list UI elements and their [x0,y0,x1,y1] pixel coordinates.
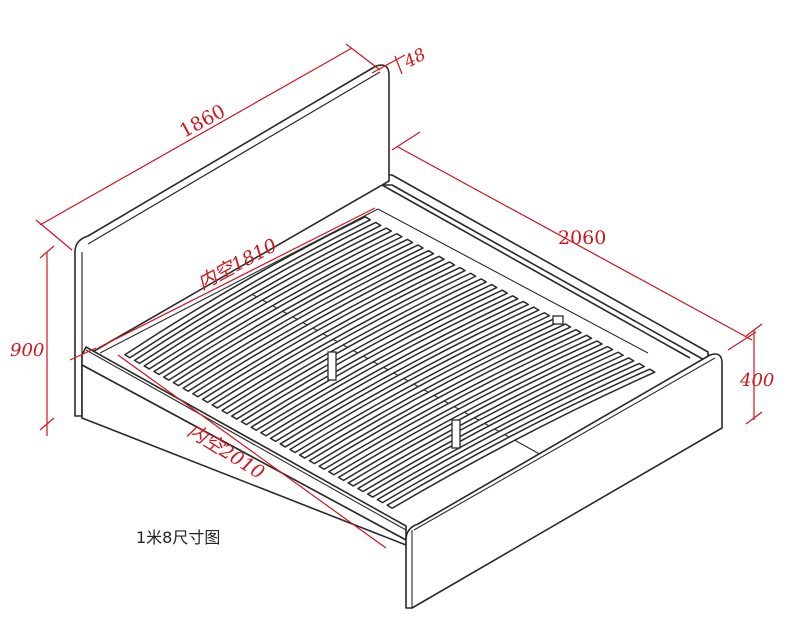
slat [192,255,445,398]
support-brackets [327,315,564,449]
footboard [405,353,723,609]
slat [201,261,456,404]
dimension-lines [35,43,763,549]
bed-front [81,346,723,609]
slat [328,334,593,476]
dim-1860-label: 1860 [176,100,229,142]
slat [260,295,519,437]
back-inner-frame [377,208,649,354]
dim-inner-length-line [117,354,387,549]
dim-48-label: 48 [400,45,430,73]
dim-900-tick-top [39,245,55,259]
slat [337,340,603,482]
left-side-rail [81,346,407,541]
dim-48-line [371,54,406,74]
center-leg-1 [327,351,337,381]
slats-group [124,216,656,509]
slat [230,278,487,420]
dim-400-tick-bottom [745,411,763,425]
slat [308,323,572,465]
dim-1860-line [39,47,353,226]
slat [124,216,372,359]
slat [182,249,435,392]
slat [211,266,466,409]
slat [269,300,530,443]
slat [347,345,614,487]
dim-1860-ext-left [35,219,73,251]
left-rail-top-edge [85,349,407,531]
slat [289,312,551,454]
dim-inner-width-tick [69,347,97,361]
slat [376,362,645,504]
slat [133,221,382,365]
rail-bracket [552,315,564,325]
slat [240,283,498,426]
dim-1860-ext-right [345,43,381,71]
dim-400-label: 400 [739,370,774,391]
slat [162,238,414,381]
dim-2060-label: 2060 [558,227,606,249]
dim-2060-ext-bottom [727,331,757,351]
slat [318,328,582,470]
center-leg-2 [451,419,461,449]
footboard-top-edge [413,357,716,531]
dim-400-tick-top [745,323,763,337]
slat [172,244,424,387]
right-rail-inner-edge [381,184,691,359]
dim-2060-ext-top [391,131,421,151]
slat [386,368,656,509]
dim-2060-line [397,146,753,341]
headboard-top-back-edge [87,71,381,245]
slat [221,272,477,415]
slat [143,227,393,370]
diagram-caption: 1米8尺寸图 [136,528,220,547]
dim-900-tick-bottom [39,417,55,431]
slat [279,306,540,448]
headboard [74,64,390,417]
dim-inner-width-line [97,207,376,349]
slat [357,351,624,493]
dim-900-label: 900 [10,340,44,361]
slat [153,233,403,376]
dim-48-ext [394,55,403,75]
